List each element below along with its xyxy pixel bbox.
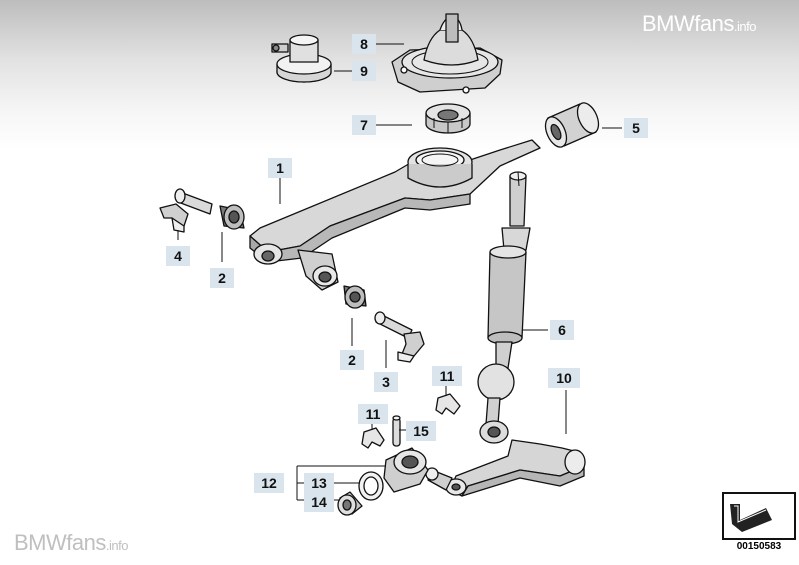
- callout-10: 10: [548, 368, 580, 388]
- callout-2-left: 2: [210, 268, 234, 288]
- callout-1: 1: [268, 158, 292, 178]
- arrow-icon: [730, 504, 772, 532]
- callout-13: 13: [304, 473, 334, 493]
- part-bolt-right: [374, 311, 425, 363]
- callout-3-text: 3: [382, 374, 390, 390]
- part-shift-carrier: [249, 139, 541, 291]
- part-clip-upper: [435, 393, 461, 415]
- callout-2-right: 2: [340, 350, 364, 370]
- callout-11-lower-text: 11: [366, 406, 381, 422]
- callout-1-text: 1: [276, 160, 284, 176]
- part-rear-bushing: [544, 102, 600, 148]
- part-pin: [392, 415, 401, 447]
- callout-4-text: 4: [174, 248, 182, 264]
- watermark-brand: BMWfans: [642, 11, 734, 36]
- catalog-symbol: [722, 492, 796, 540]
- part-shift-lever: [477, 171, 531, 444]
- callout-11-lower: 11: [358, 404, 388, 424]
- watermark-top: BMWfans.info: [642, 11, 756, 37]
- callout-14-text: 14: [311, 494, 327, 510]
- callout-11-upper: 11: [432, 366, 462, 386]
- callout-6-text: 6: [558, 322, 566, 338]
- watermark-bottom: BMWfans.info: [14, 530, 128, 556]
- callout-2-left-text: 2: [218, 270, 226, 286]
- callout-12: 12: [254, 473, 284, 493]
- part-bolt-left: [159, 188, 213, 233]
- part-clip-lower: [361, 427, 385, 449]
- callout-15-text: 15: [413, 423, 429, 439]
- part-bearing-left: [219, 204, 245, 230]
- catalog-code: 00150583: [736, 541, 782, 552]
- part-small-bushing: [337, 491, 363, 516]
- part-selector-rod: [425, 439, 586, 497]
- callout-12-text: 12: [261, 475, 277, 491]
- callout-8-text: 8: [360, 36, 368, 52]
- callout-5-text: 5: [632, 120, 640, 136]
- callout-3: 3: [374, 372, 398, 392]
- watermark-suffix: .info: [733, 19, 757, 34]
- watermark-suffix-bottom: .info: [105, 538, 129, 553]
- callout-9-text: 9: [360, 63, 368, 79]
- callout-10-text: 10: [556, 370, 572, 386]
- part-rubber-boot: [391, 13, 503, 94]
- part-bushing-clamp: [271, 34, 332, 83]
- watermark-brand-bottom: BMWfans: [14, 530, 106, 555]
- part-ball-socket: [425, 103, 471, 134]
- callout-2-right-text: 2: [348, 352, 356, 368]
- part-selector-joint: [383, 447, 429, 493]
- callout-8: 8: [352, 34, 376, 54]
- callout-9: 9: [352, 61, 376, 81]
- leader-lines: [177, 43, 622, 501]
- callout-11-upper-text: 11: [440, 368, 455, 384]
- callout-6: 6: [550, 320, 574, 340]
- part-bearing-right: [343, 285, 367, 309]
- callout-5: 5: [624, 118, 648, 138]
- callout-13-text: 13: [311, 475, 327, 491]
- callout-15: 15: [406, 421, 436, 441]
- callout-7: 7: [352, 115, 376, 135]
- callout-4: 4: [166, 246, 190, 266]
- part-ring: [358, 471, 384, 501]
- callout-14: 14: [304, 492, 334, 512]
- callout-7-text: 7: [360, 117, 368, 133]
